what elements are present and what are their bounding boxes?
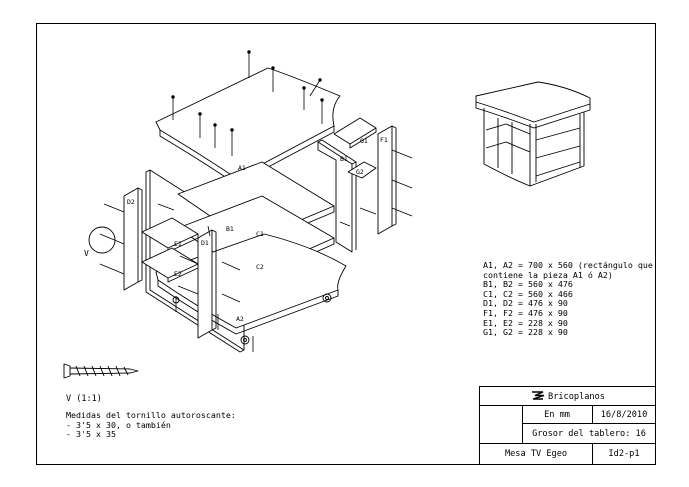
caster-wheels (172, 293, 332, 345)
panel-a1 (155, 67, 341, 185)
units: En mm (544, 410, 570, 420)
sheet-id: Id2-p1 (608, 449, 640, 459)
label-a2: A2 (236, 315, 244, 323)
screw-note-line: - 3'5 x 30, o también (66, 419, 171, 430)
panel-b1-back (317, 139, 357, 253)
dimension-line: E1, E2 = 228 x 90 (483, 317, 568, 328)
label-c2: C2 (256, 263, 264, 271)
detail-marker-v: V (84, 249, 89, 258)
dimension-line: B1, B2 = 560 x 476 (483, 279, 573, 290)
brand-name: Bricoplanos (548, 392, 605, 402)
strip-g2 (347, 161, 377, 179)
dimension-line: C1, C2 = 560 x 466 (483, 288, 573, 299)
preview-cabinet (475, 81, 591, 187)
dimension-list: A1, A2 = 700 x 560 (rectángulo que conti… (483, 260, 653, 338)
screw-note-line: - 3'5 x 35 (66, 429, 116, 440)
label-g1: G1 (360, 137, 368, 145)
panel-d2 (123, 187, 143, 291)
label-e2: E2 (174, 270, 182, 278)
strip-g1 (333, 117, 377, 149)
screw-note-line: Medidas del tornillo autoroscante: (66, 410, 236, 420)
screws-left (99, 203, 254, 352)
dimension-line: G1, G2 = 228 x 90 (483, 327, 568, 338)
label-b1-front: B1 (226, 225, 234, 233)
screws-top (171, 50, 324, 156)
label-f1: F1 (380, 136, 388, 144)
dimension-line: F1, F2 = 476 x 90 (483, 307, 568, 318)
board-thickness: Grosor del tablero: 16 (532, 429, 646, 439)
dimension-line: D1, D2 = 476 x 90 (483, 298, 568, 309)
label-d2: D2 (127, 198, 135, 206)
label-a1: A1 (238, 164, 246, 172)
label-b1-back: B1 (340, 155, 348, 163)
label-d1: D1 (201, 239, 209, 247)
screw-drawing (63, 363, 139, 379)
panel-d1 (197, 229, 217, 339)
label-g2: G2 (356, 168, 364, 176)
sheet-frame (36, 23, 656, 465)
dimension-line: A1, A2 = 700 x 560 (rectángulo que (483, 260, 653, 270)
project-name: Mesa TV Egeo (504, 449, 568, 459)
screw-scale-label: V (1:1) (66, 394, 102, 404)
bricoplanos-logo-icon (532, 391, 545, 400)
panel-f1 (377, 125, 397, 235)
label-e1: E1 (174, 240, 182, 248)
brand: Bricoplanos (480, 391, 656, 402)
dimension-line: contiene la pieza A1 ó A2) (483, 269, 613, 280)
detail-circle (88, 226, 116, 254)
screw-note: Medidas del tornillo autoroscante: - 3'5… (66, 410, 236, 440)
date: 16/8/2010 (600, 410, 648, 420)
label-c1: C1 (256, 230, 264, 238)
title-block: Bricoplanos En mm 16/8/2010 Grosor del t… (479, 386, 656, 465)
screws-right (339, 149, 413, 227)
